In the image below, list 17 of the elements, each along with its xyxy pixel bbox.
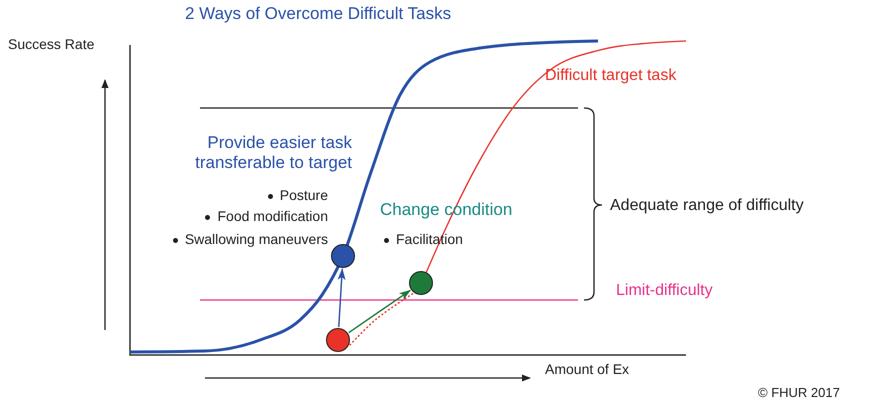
line-label: Limit-difficulty (616, 281, 713, 300)
connector-line (349, 292, 414, 346)
arrow (348, 290, 412, 334)
circle-marker (326, 328, 350, 352)
circle-marker (409, 271, 433, 295)
axis-title: Amount of Ex (545, 361, 630, 378)
list-item: Swallowing maneuvers (184, 231, 328, 247)
bracket-label: Adequate range of difficulty (610, 196, 804, 216)
strategy-heading: Provide easier task transferable to target (194, 133, 352, 174)
curve-label: Difficult target task (545, 66, 676, 86)
axis-title: Success Rate (8, 36, 94, 53)
circle-marker (331, 244, 355, 268)
diagram-title: 2 Ways of Overcome Difficult Tasks (185, 4, 452, 24)
arrow (338, 268, 346, 328)
copyright-note: © FHUR 2017 (758, 385, 840, 401)
list-item: Food modification (217, 208, 328, 224)
list-item: Posture (280, 187, 328, 203)
